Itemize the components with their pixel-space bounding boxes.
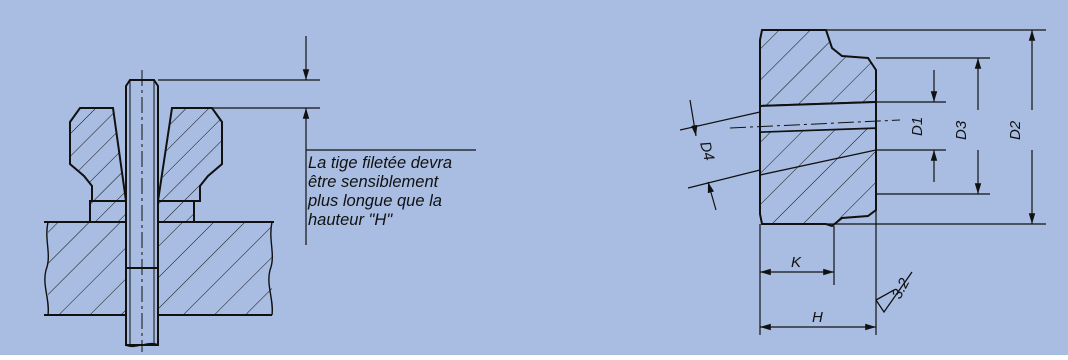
label-k: K	[791, 254, 802, 271]
surface-roughness-symbol	[875, 271, 913, 314]
note-line: hauteur "H"	[308, 211, 393, 229]
label-d2: D2	[1007, 120, 1024, 140]
label-d1: D1	[909, 117, 926, 136]
label-roughness: 3.2	[889, 275, 914, 302]
thread-length-note: La tige filetée devra être sensiblement …	[308, 154, 498, 230]
note-line: être sensiblement	[308, 173, 439, 191]
note-line: plus longue que la	[308, 192, 442, 210]
washer	[89, 200, 195, 223]
threaded-rod	[125, 70, 159, 352]
knob-section	[69, 107, 223, 202]
part-section-view	[679, 29, 1046, 335]
dimension-lines	[679, 29, 1046, 335]
assembly-view	[44, 36, 476, 352]
label-d3: D3	[953, 120, 970, 140]
note-line: La tige filetée devra	[308, 154, 453, 172]
overhang-dimension	[158, 36, 476, 245]
label-d4: D4	[696, 140, 717, 163]
part-body	[729, 29, 901, 228]
base-plate	[44, 221, 274, 316]
label-h: H	[812, 309, 823, 326]
